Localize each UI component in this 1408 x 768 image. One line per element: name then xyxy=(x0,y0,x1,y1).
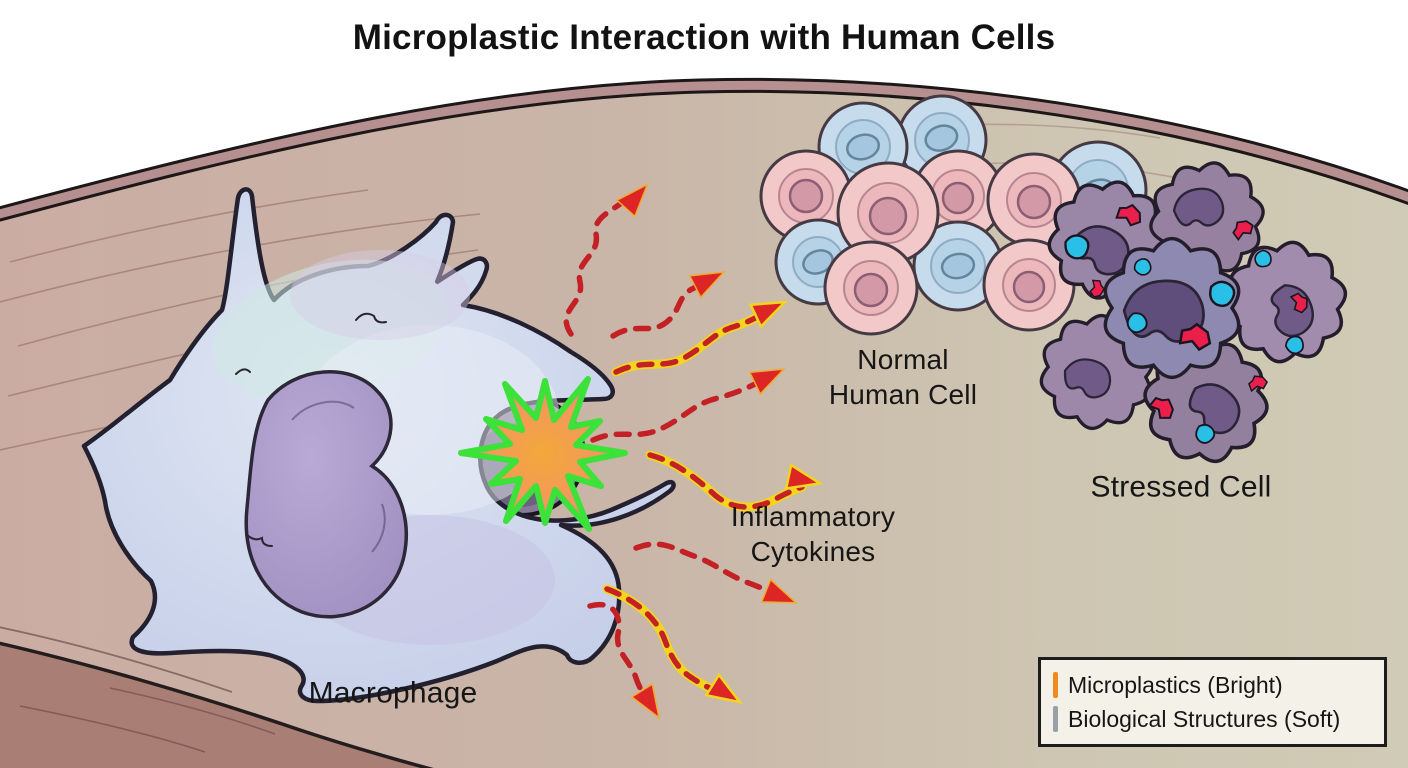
legend-item-biological: Biological Structures (Soft) xyxy=(1053,706,1372,733)
cytokines-label: Inflammatory Cytokines xyxy=(731,499,895,569)
cytokine-arrow-red xyxy=(563,182,649,337)
legend-item-microplastics: Microplastics (Bright) xyxy=(1053,672,1372,699)
stressed-cell-label: Stressed Cell xyxy=(1090,470,1272,504)
normal-cell-label-line2: Human Cell xyxy=(828,379,978,410)
tissue-fold-lower-left xyxy=(0,626,434,768)
macrophage-ink-details xyxy=(235,312,387,547)
normal-cell-cluster xyxy=(759,94,1148,336)
diagram-title: Microplastic Interaction with Human Cell… xyxy=(352,18,1056,57)
legend-item-label: Microplastics (Bright) xyxy=(1068,671,1283,698)
normal-cell-blue xyxy=(912,220,1004,312)
macrophage-nucleus xyxy=(244,370,408,619)
macrophage-illustration xyxy=(81,187,676,704)
cytokine-arrow-red xyxy=(587,601,661,720)
cytokine-arrow-red xyxy=(633,541,798,604)
normal-cell-label: Normal Human Cell xyxy=(829,342,977,412)
macrophage-label: Macrophage xyxy=(308,676,478,710)
legend-item-label: Biological Structures (Soft) xyxy=(1068,705,1341,732)
normal-cell-pink xyxy=(836,161,940,265)
cytokine-arrow-yellow xyxy=(611,300,789,377)
cytokine-arrow-red xyxy=(610,271,726,339)
normal-cell-pink xyxy=(982,238,1076,332)
normal-cell-pink xyxy=(823,240,919,336)
microplastic-fragment-cyan xyxy=(1209,280,1236,308)
normal-cell-label-line1: Normal xyxy=(857,344,949,375)
microplastics-marker-icon xyxy=(1053,672,1058,698)
cytokine-arrow-yellow xyxy=(602,584,743,704)
cell-membrane xyxy=(0,77,1408,222)
normal-cell-pink xyxy=(759,149,853,243)
cytokine-arrow-yellow xyxy=(645,450,824,512)
legend: Microplastics (Bright) Biological Struct… xyxy=(1038,657,1387,747)
microplastic-starburst-icon xyxy=(458,376,628,532)
cytokine-arrow-red xyxy=(590,368,786,443)
cytokines-label-line2: Cytokines xyxy=(750,536,876,567)
cytokines-label-line1: Inflammatory xyxy=(730,501,896,532)
cytokine-arrows xyxy=(563,182,824,720)
biological-marker-icon xyxy=(1053,706,1058,732)
